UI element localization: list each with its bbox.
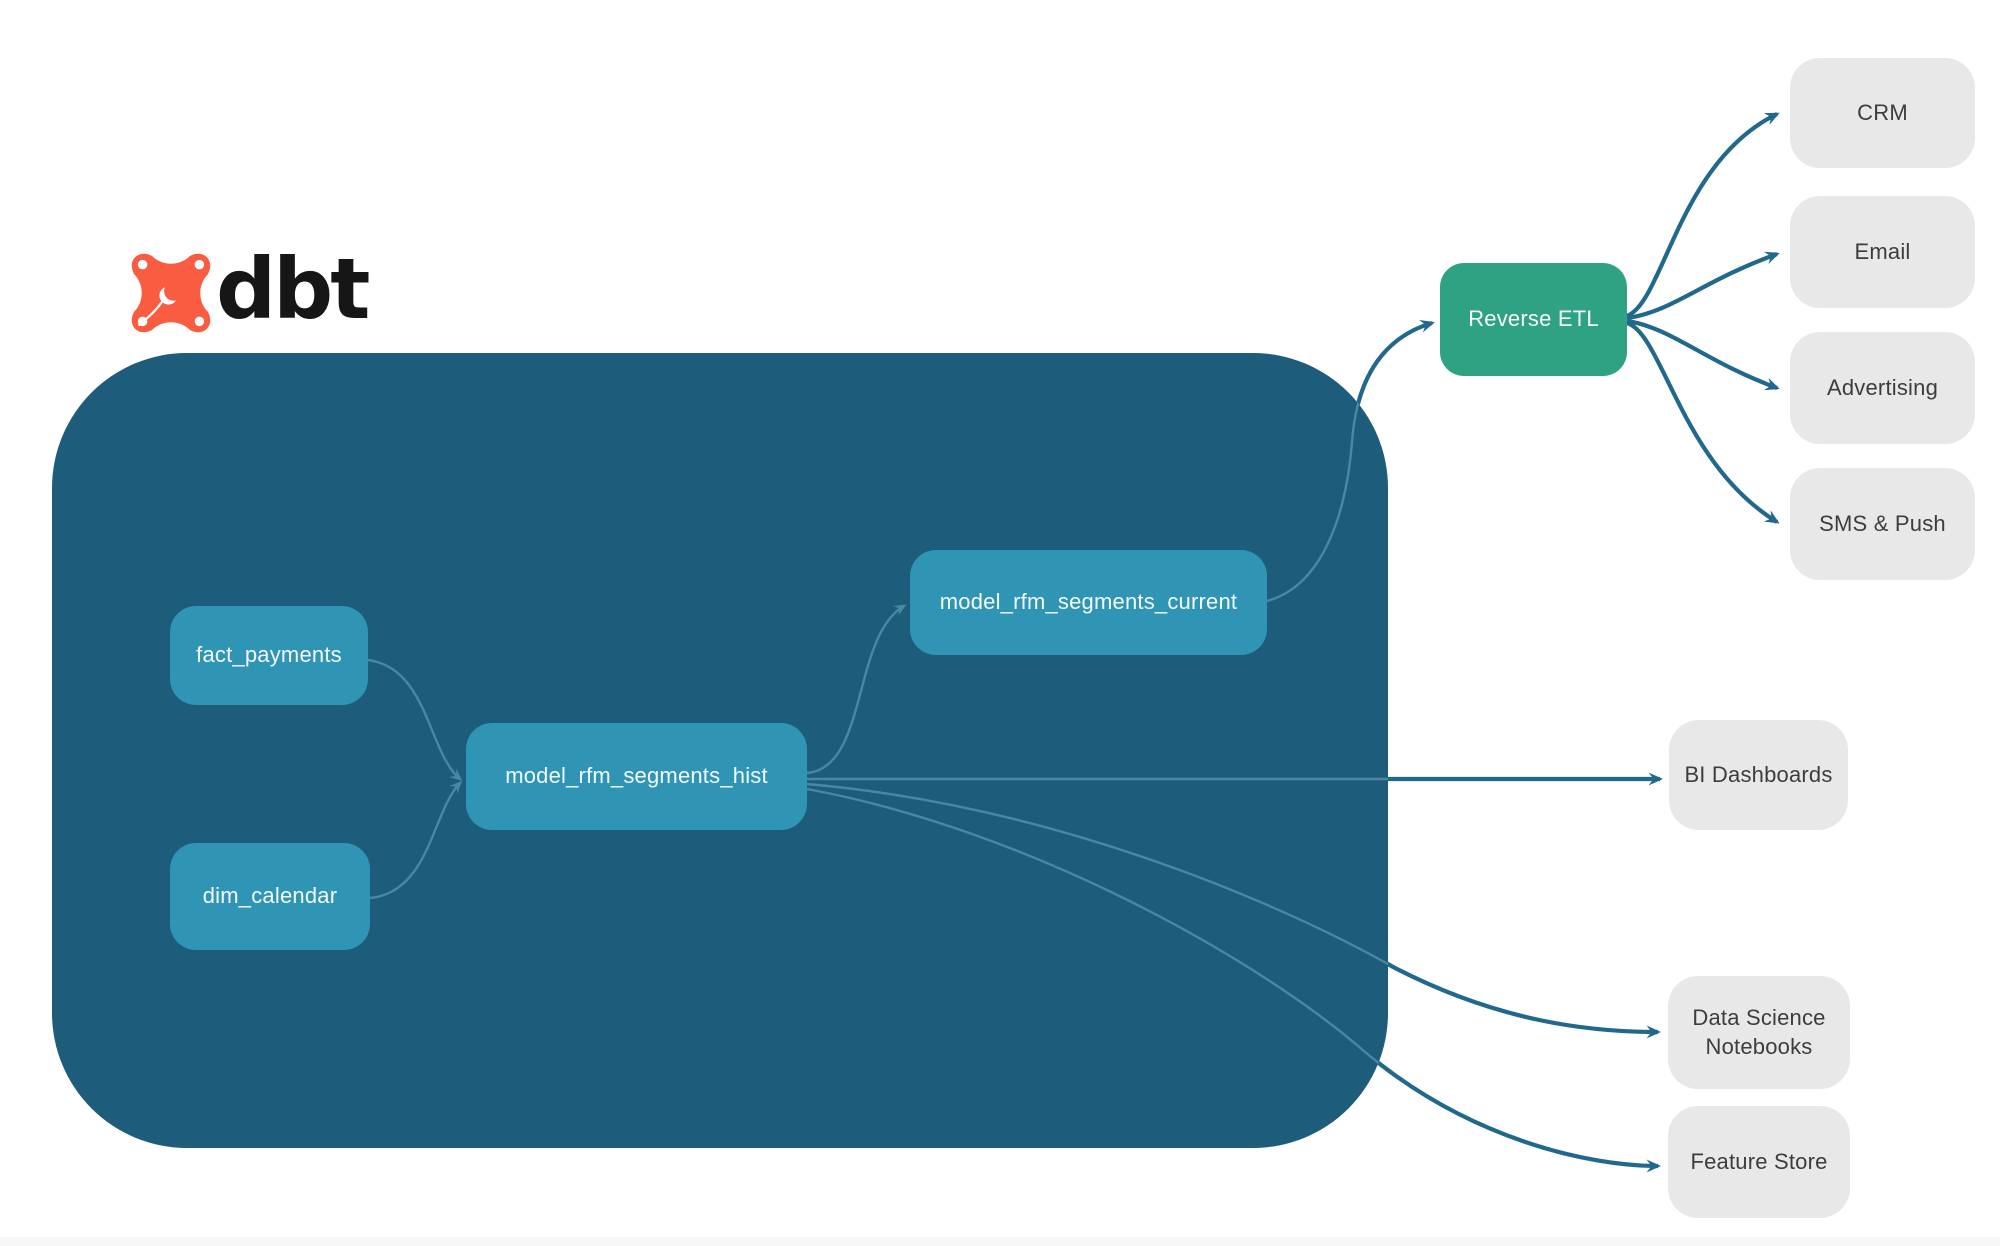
node-sms-push: SMS & Push	[1790, 468, 1975, 580]
node-crm-label: CRM	[1857, 99, 1908, 125]
edge-etl-to-advertising	[1626, 318, 1780, 391]
node-email-label: Email	[1854, 238, 1911, 264]
dbt-logo-icon	[131, 253, 211, 333]
node-model-rfm-segments-current: model_rfm_segments_current	[910, 550, 1267, 655]
dbt-logo-wordmark: dbt	[216, 240, 370, 338]
edge-etl-to-email	[1626, 251, 1780, 321]
node-reverse-etl-label: Reverse ETL	[1468, 306, 1599, 332]
node-email: Email	[1790, 196, 1975, 308]
node-model-rfm-segments-current-label: model_rfm_segments_current	[939, 589, 1238, 615]
node-bi-dashboards-label: BI Dashboards	[1684, 761, 1833, 787]
node-crm: CRM	[1790, 58, 1975, 168]
node-bi-dashboards: BI Dashboards	[1669, 720, 1848, 830]
node-fact-payments: fact_payments	[170, 606, 368, 705]
node-sms-push-label: SMS & Push	[1819, 510, 1946, 536]
page-bottom-strip	[0, 1237, 2000, 1246]
node-fact-payments-label: fact_payments	[196, 642, 342, 668]
node-feature-store-label: Feature Store	[1690, 1148, 1828, 1174]
node-advertising: Advertising	[1790, 332, 1975, 444]
node-advertising-label: Advertising	[1826, 374, 1939, 400]
node-dim-calendar-label: dim_calendar	[202, 883, 338, 909]
node-dim-calendar: dim_calendar	[170, 843, 370, 950]
node-feature-store: Feature Store	[1668, 1106, 1850, 1218]
edge-etl-to-crm	[1626, 112, 1780, 318]
node-data-science-notebooks-label: Data Science Notebooks	[1692, 1004, 1826, 1059]
edge-etl-to-sms	[1626, 320, 1780, 524]
node-model-rfm-segments-hist: model_rfm_segments_hist	[466, 723, 807, 830]
node-data-science-notebooks: Data Science Notebooks	[1668, 976, 1850, 1089]
node-model-rfm-segments-hist-label: model_rfm_segments_hist	[505, 763, 768, 789]
node-reverse-etl: Reverse ETL	[1440, 263, 1627, 376]
